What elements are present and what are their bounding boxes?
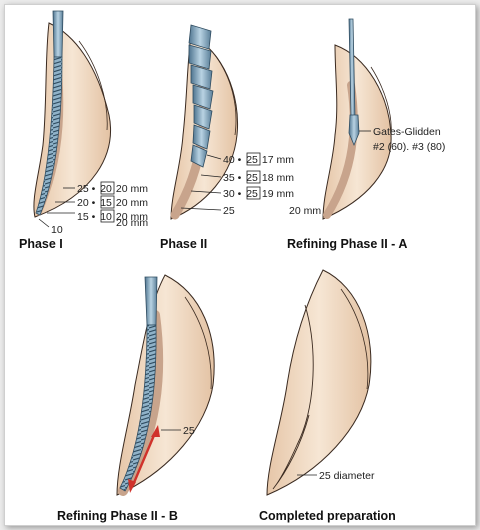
boxed-number-frame <box>100 181 115 195</box>
root-outline-lingual <box>78 40 108 131</box>
leader-line <box>190 190 222 194</box>
caption-completed: Completed preparation <box>259 509 396 523</box>
phase2-label-4-num: 25 <box>223 205 235 217</box>
k-file-flutes <box>119 324 157 492</box>
root-outline-lingual <box>214 54 237 136</box>
phase1-label-4-mm: 20 mm <box>116 217 148 229</box>
tooth-root <box>266 269 372 496</box>
completed-label: 25 diameter <box>319 470 375 482</box>
stepback-file <box>188 24 214 168</box>
phase2-label-4-mm: 20 mm <box>289 205 321 217</box>
root-outline-lingual <box>184 296 212 390</box>
gates-glidden-sizes: #2 (60). #3 (80) <box>373 141 445 153</box>
leader-line <box>200 174 222 178</box>
root-outline-lingual <box>340 288 369 390</box>
gates-glidden-label: Gates-Glidden <box>373 126 441 138</box>
leader-line <box>180 207 222 211</box>
panel-refining-a: Gates-Glidden #2 (60). #3 (80) Refining … <box>287 18 445 251</box>
caption-phase-1: Phase I <box>19 237 63 251</box>
caption-refining-a: Refining Phase II - A <box>287 237 407 251</box>
boxed-number-frame <box>246 186 261 200</box>
leader-line <box>38 218 50 228</box>
k-file-flutes <box>35 56 63 216</box>
gates-glidden-tip <box>348 114 360 147</box>
k-file-shaft <box>144 276 158 326</box>
caption-refining-b: Refining Phase II - B <box>57 509 178 523</box>
root-canal-prepared <box>272 304 314 490</box>
panel-refining-b: 25 Refining Phase II - B <box>57 274 215 523</box>
caption-phase-2: Phase II <box>160 237 207 251</box>
boxed-number-frame <box>246 170 261 184</box>
panel-completed: 25 diameter Completed preparation <box>259 269 396 523</box>
reciprocating-arrow <box>128 425 160 493</box>
refining-b-label: 25 <box>183 425 195 437</box>
k-file-shaft <box>52 10 64 58</box>
boxed-number-frame <box>246 152 261 166</box>
root-outline-lingual <box>370 66 392 138</box>
leader-line <box>206 154 222 160</box>
boxed-number-frame <box>100 209 115 223</box>
boxed-number-frame <box>100 195 115 209</box>
phase1-label-4-num: 10 <box>51 224 63 236</box>
